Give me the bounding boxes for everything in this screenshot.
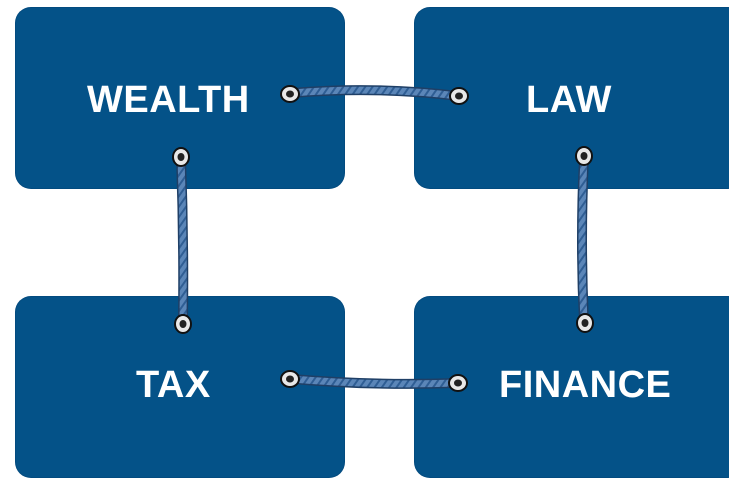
lace-wealth-law [280,85,469,105]
lace-tax-finance [280,370,468,392]
card-label-law: LAW [526,79,612,121]
card-label-wealth: WEALTH [87,79,250,121]
lace-wealth-tax [172,147,192,334]
card-label-finance: FINANCE [499,364,672,406]
card-finance: FINANCE [414,296,729,478]
lace-law-finance [575,146,594,333]
card-label-tax: TAX [136,364,211,406]
